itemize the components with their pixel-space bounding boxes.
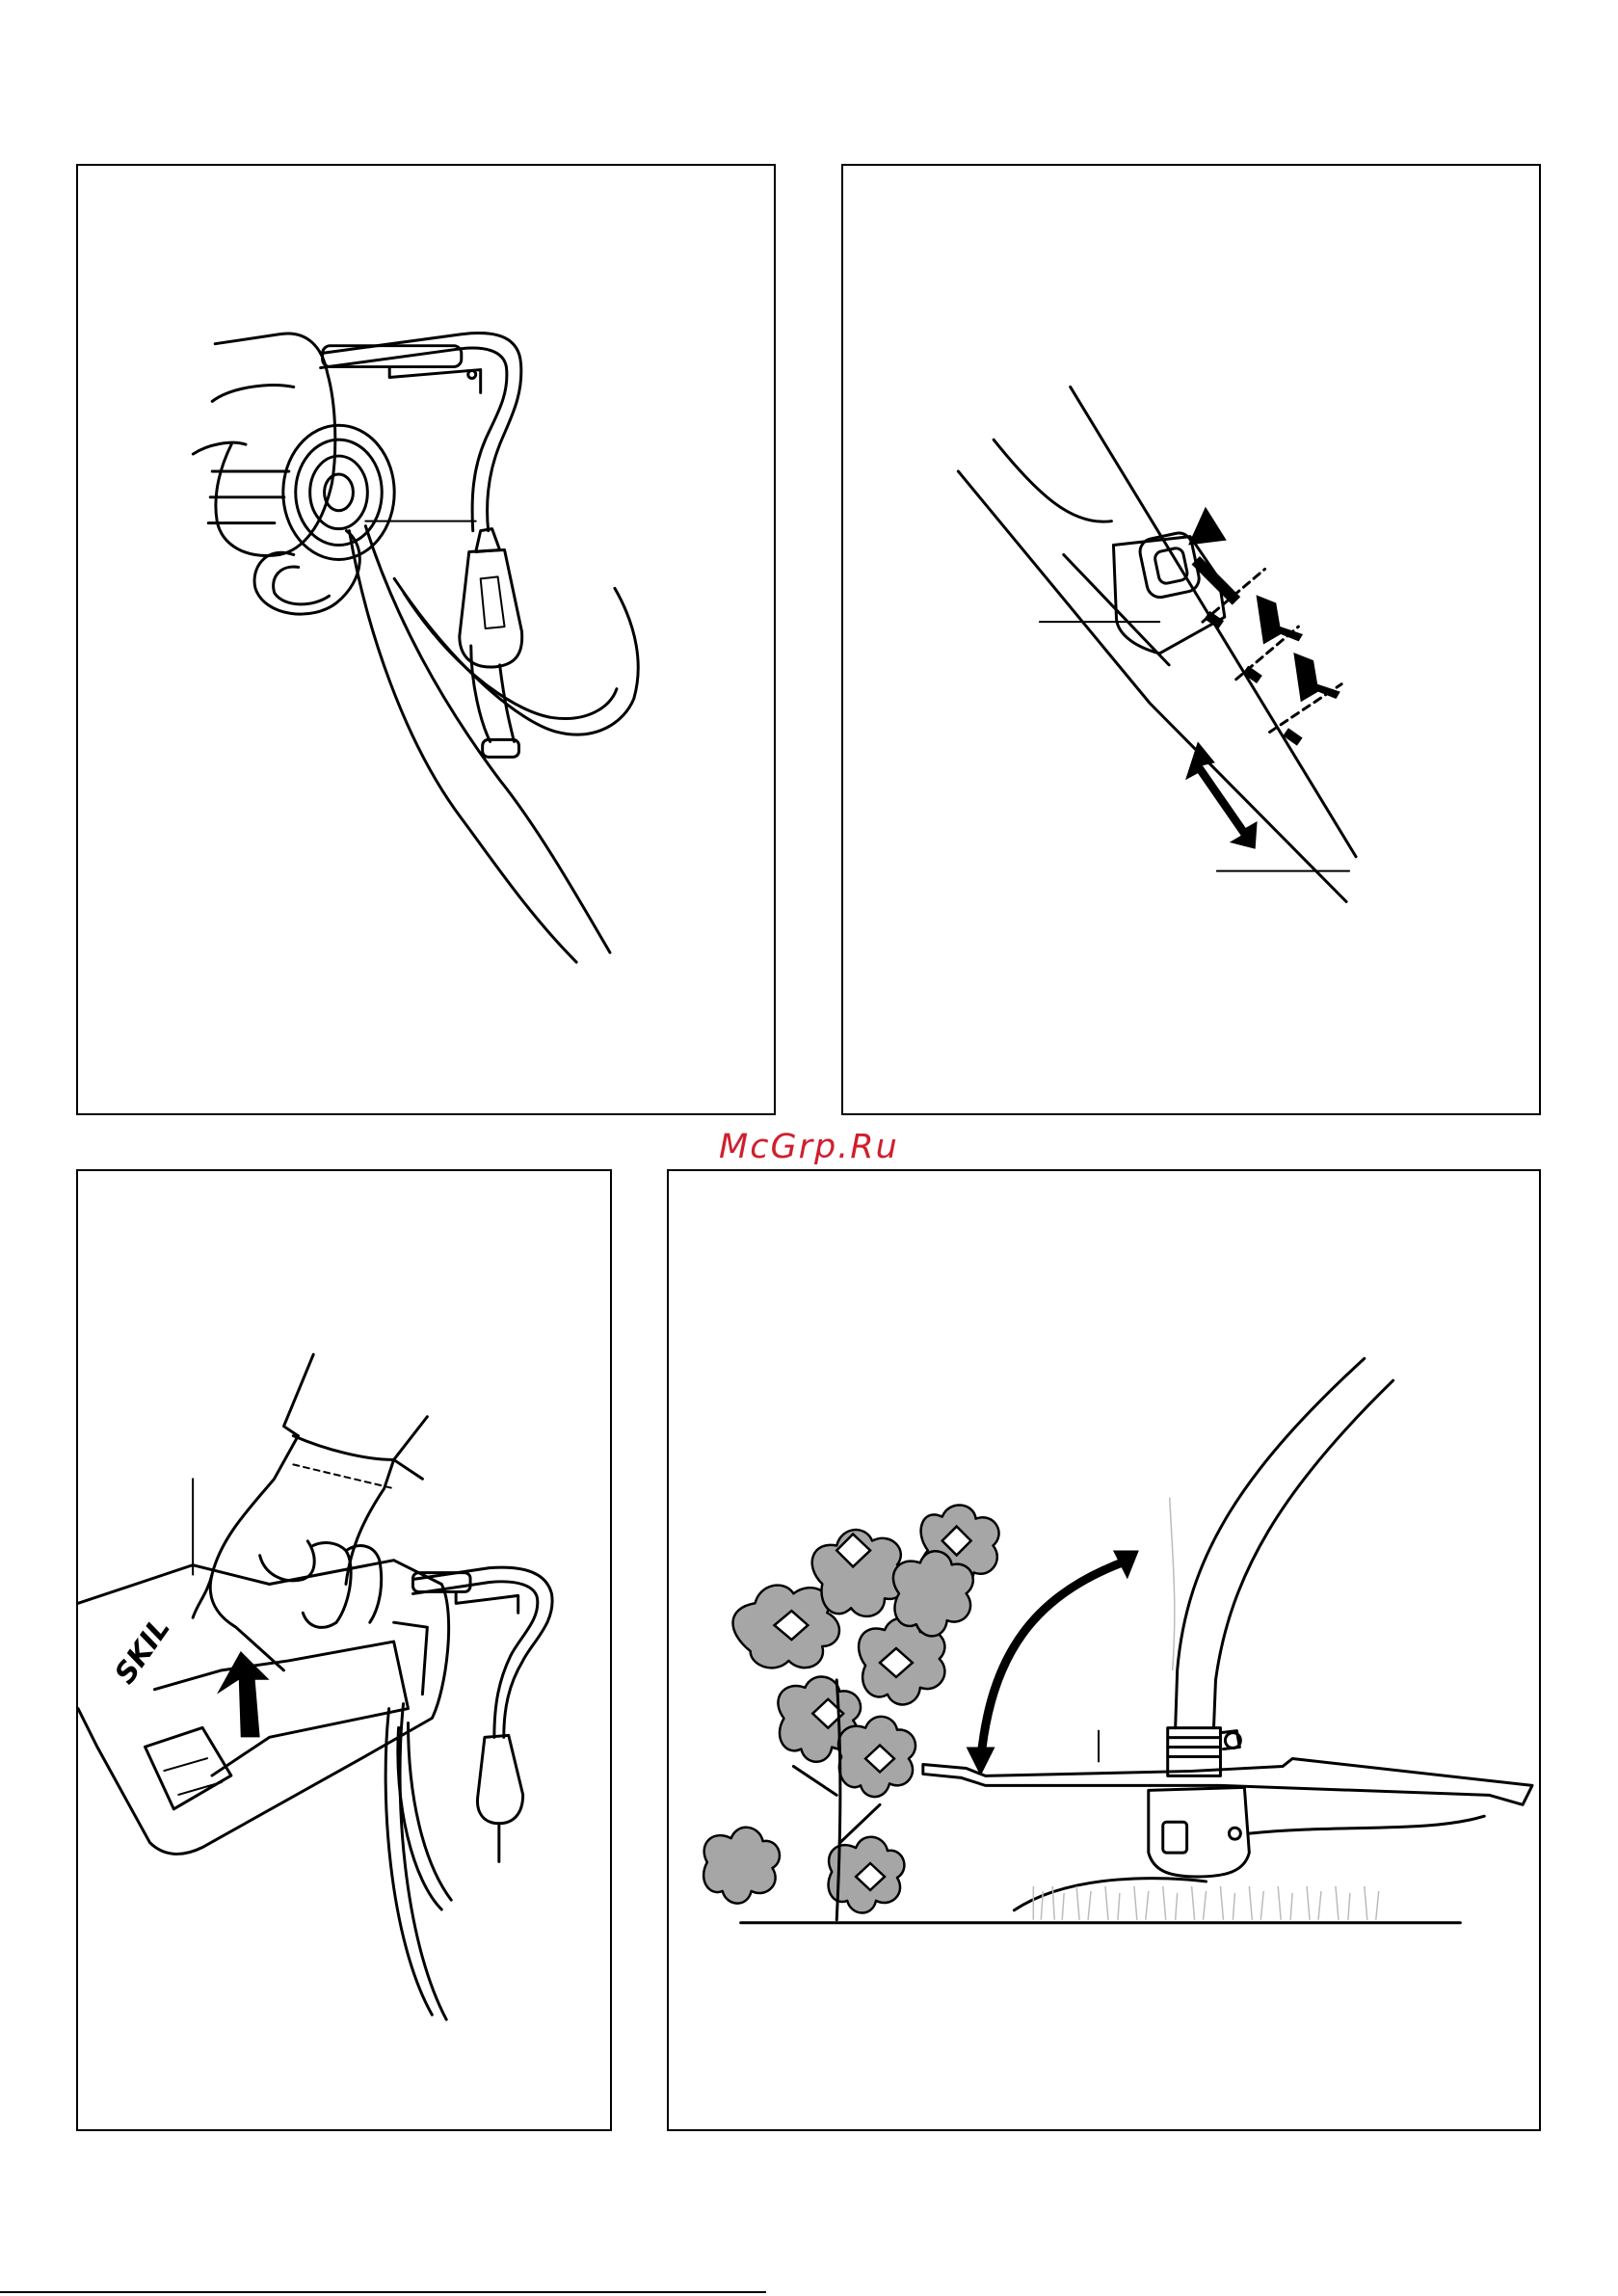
- plug-cord-icon: [78, 166, 774, 1113]
- watermark: McGrp.Ru: [719, 1128, 899, 1166]
- footer-rule: [0, 2291, 766, 2293]
- brand-mark: SKIL: [108, 1612, 176, 1690]
- trimmer-guide-icon: [669, 1171, 1539, 2129]
- figure-cord-strain-relief: [76, 164, 776, 1115]
- figure-switch-on: SKIL: [76, 1169, 612, 2131]
- figure-shaft-length-adjust: [841, 164, 1541, 1115]
- hand-switch-icon: SKIL: [78, 1171, 610, 2129]
- figure-edge-trimming: [667, 1169, 1541, 2131]
- telescopic-shaft-icon: [843, 166, 1539, 1113]
